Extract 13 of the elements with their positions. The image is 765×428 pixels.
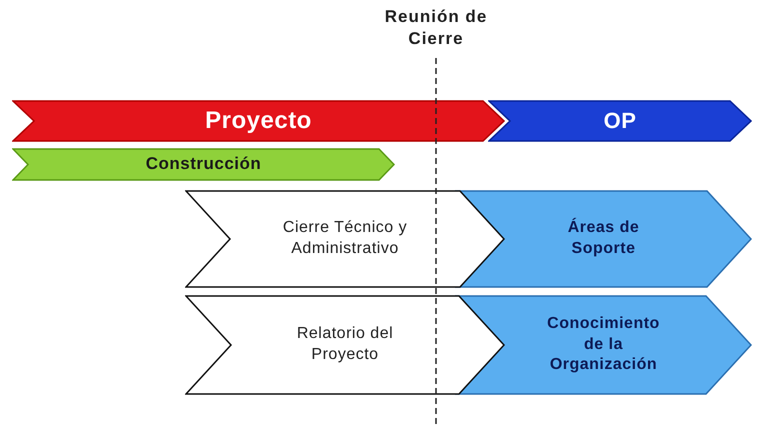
step-label: OP (604, 106, 636, 135)
step-label: Relatorio del Proyecto (296, 324, 394, 365)
step-panel (185, 190, 505, 288)
step-label: Cierre Técnico y Administrativo (282, 218, 408, 259)
step-label: Construcción (146, 153, 262, 176)
step-panel (185, 295, 505, 395)
phase-bar (488, 100, 752, 142)
phase-bar (12, 148, 395, 181)
step-label: Conocimiento de la Organización (546, 314, 661, 376)
milestone-label: Reunión de Cierre (384, 6, 488, 50)
step-label: Áreas de Soporte (566, 218, 640, 259)
phase-bar (12, 100, 505, 142)
step-label: Proyecto (205, 106, 312, 136)
